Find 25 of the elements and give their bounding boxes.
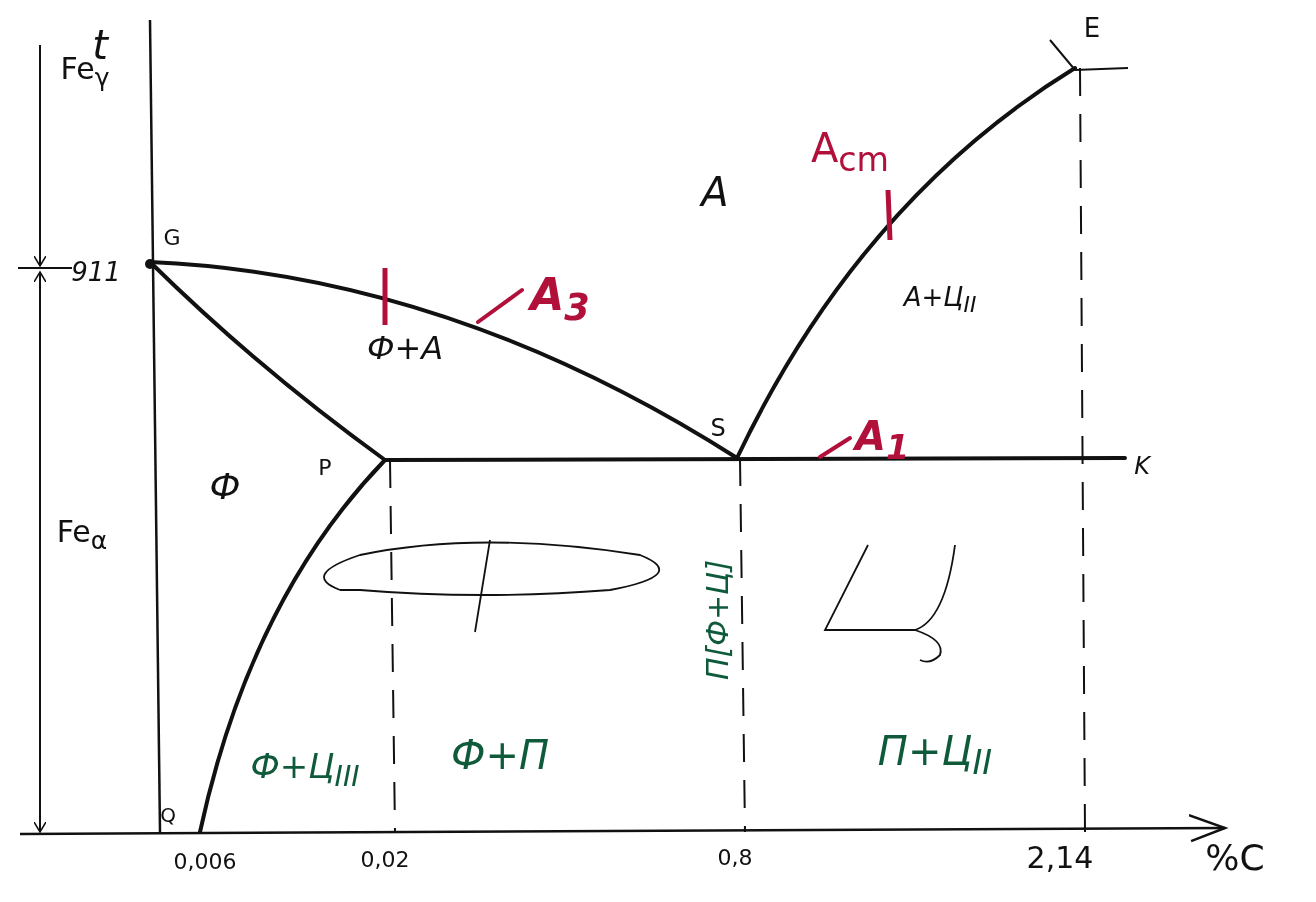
tick-label: 0,006 bbox=[173, 851, 237, 873]
tick-label: 0,02 bbox=[360, 849, 410, 871]
point-label: S bbox=[710, 416, 726, 440]
phase-label: A bbox=[701, 172, 729, 212]
point-label: Q bbox=[160, 805, 176, 825]
phase-label: П[Ф+Ц] bbox=[703, 559, 733, 681]
phase-label: Ф+П bbox=[451, 735, 549, 775]
axis-label: %C bbox=[1205, 840, 1265, 876]
phase-label: A+Ц$_{II}$ bbox=[903, 284, 977, 316]
point-label: K bbox=[1134, 454, 1150, 478]
phase-label: П+Ц$_{II}$ bbox=[877, 730, 993, 780]
leader-line bbox=[818, 436, 852, 459]
tick-label: 911 bbox=[71, 259, 121, 285]
point-label: P bbox=[318, 457, 332, 479]
phase-label: Ф+А bbox=[366, 332, 444, 364]
leader-line bbox=[476, 288, 524, 324]
tick-label: 2,14 bbox=[1026, 843, 1094, 873]
critical-line-label: A$_{cm}$ bbox=[810, 127, 890, 177]
tick-label: 0,8 bbox=[717, 847, 753, 869]
phase-label: Ф+Ц$_{III}$ bbox=[250, 748, 360, 792]
phase-label: Fe$_{α}$ bbox=[56, 517, 108, 553]
point-label: E bbox=[1083, 15, 1101, 41]
phase-label: Ф bbox=[209, 469, 241, 505]
point-label: G bbox=[163, 227, 181, 249]
critical-line-label: A$_{1}$ bbox=[854, 415, 910, 465]
